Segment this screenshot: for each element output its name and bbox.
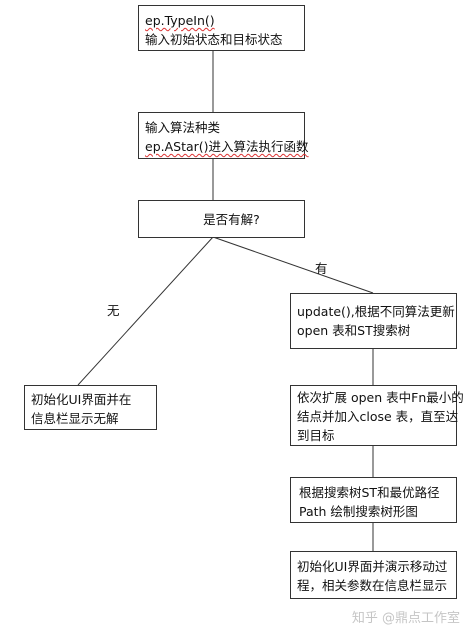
draw-tree-line1: 根据搜索树ST和最优路径 [299, 485, 440, 500]
decision-text: 是否有解? [203, 211, 260, 227]
astar-call-text: ep.AStar()进入算法执行函数 [145, 139, 309, 154]
typein-desc: 输入初始状态和目标状态 [145, 32, 283, 47]
expand-step-box: 依次扩展 open 表中Fn最小的 结点并加入close 表，直至达 到目标 [290, 385, 464, 446]
astar-call: ep.AStar()进入算法执行函数 [145, 137, 309, 156]
algorithm-select: 输入算法种类 [145, 120, 221, 135]
expand-line1: 依次扩展 open 表中Fn最小的 [297, 390, 464, 405]
no-solution-line1: 初始化UI界面并在 [31, 392, 132, 407]
watermark: 知乎 @鼎点工作室 [351, 611, 460, 626]
no-solution-line2: 信息栏显示无解 [31, 411, 119, 426]
edge-decision-no [77, 236, 214, 386]
update-step-box: update(),根据不同算法更新 open 表和ST搜索树 [290, 293, 457, 349]
edge-decision-yes [212, 236, 374, 294]
typein-step-box: ep.TypeIn() 输入初始状态和目标状态 [138, 5, 305, 51]
demo-line2: 程，相关参数在信息栏显示 [297, 578, 448, 593]
solvable-decision-box: 是否有解? [138, 200, 305, 238]
algorithm-step-box: 输入算法种类 ep.AStar()进入算法执行函数 [138, 112, 309, 159]
demo-line1: 初始化UI界面并演示移动过 [297, 559, 448, 574]
no-solution-box: 初始化UI界面并在 信息栏显示无解 [24, 385, 157, 430]
demo-step-box: 初始化UI界面并演示移动过 程，相关参数在信息栏显示 [290, 551, 457, 599]
expand-line2: 结点并加入close 表，直至达 [297, 409, 459, 424]
expand-line3: 到目标 [297, 428, 335, 443]
draw-tree-box: 根据搜索树ST和最优路径 Path 绘制搜索树形图 [290, 477, 457, 523]
update-line1: update(),根据不同算法更新 [297, 304, 455, 319]
typein-call: ep.TypeIn() [145, 13, 215, 28]
draw-tree-line2: Path 绘制搜索树形图 [299, 504, 418, 519]
update-line2: open 表和ST搜索树 [297, 323, 411, 338]
yes-label: 有 [315, 261, 328, 276]
no-label: 无 [107, 303, 120, 318]
